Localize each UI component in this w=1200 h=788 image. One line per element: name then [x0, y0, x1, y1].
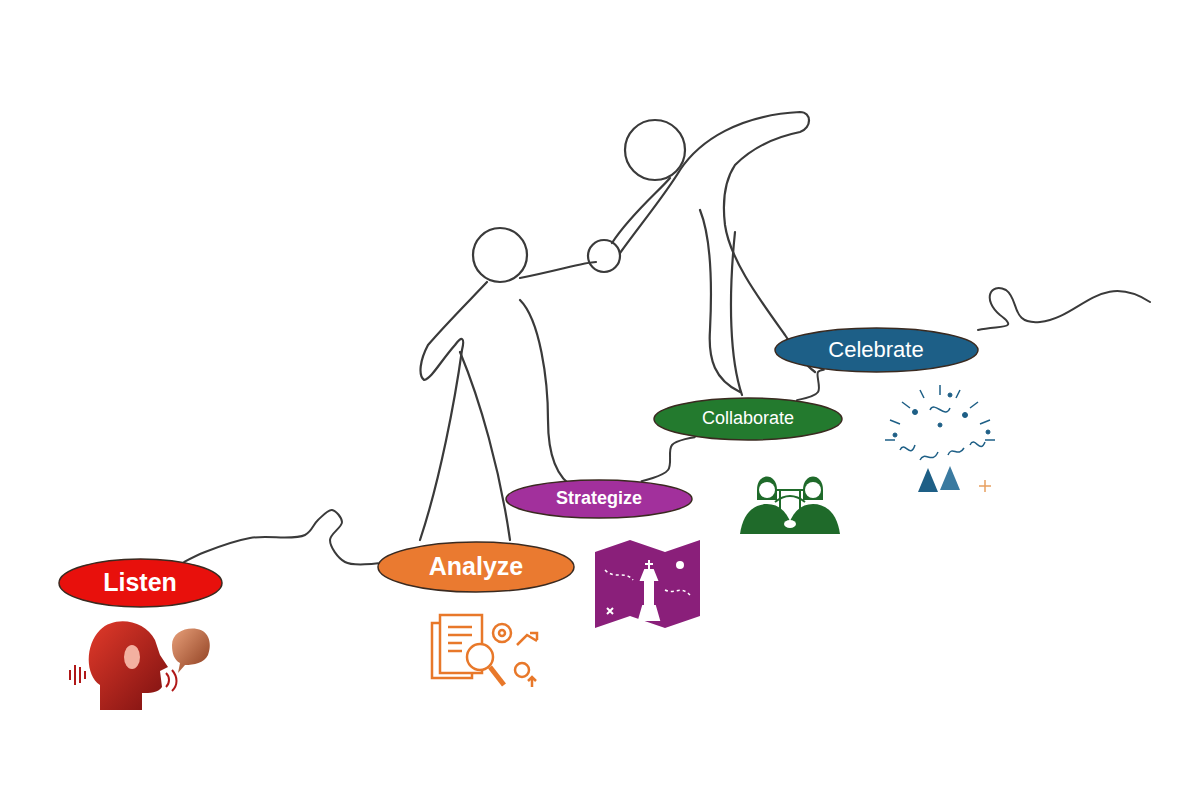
- joined-hands: [588, 240, 620, 272]
- large-figure-right: [620, 112, 815, 372]
- large-figure-legs: [612, 178, 742, 395]
- oval-fill: [654, 398, 842, 440]
- step-connector: [797, 370, 824, 400]
- trailing-line: [978, 288, 1150, 330]
- oval-fill: [775, 328, 978, 372]
- step-connector: [641, 437, 694, 481]
- strategize-icon: [595, 540, 700, 628]
- celebrate-icon: [885, 385, 995, 492]
- step-connector: [184, 510, 378, 564]
- step-label: Collaborate: [702, 409, 794, 429]
- small-figure-left: [420, 282, 487, 540]
- collaborate-icon: [740, 477, 840, 535]
- climbing-figures: [420, 112, 815, 540]
- oval-fill: [59, 559, 222, 607]
- step-label: Analyze: [429, 553, 523, 581]
- step-label: Listen: [103, 569, 177, 597]
- step-label: Celebrate: [828, 338, 923, 362]
- figure-head: [473, 228, 527, 282]
- step-oval: Collaborate: [653, 397, 843, 441]
- step-label: Strategize: [556, 489, 642, 509]
- step-oval: Listen: [58, 558, 223, 608]
- analyze-icon: [432, 615, 537, 687]
- figure-head: [625, 120, 685, 180]
- oval-fill: [506, 480, 692, 518]
- step-oval: Strategize: [505, 479, 693, 519]
- oval-fill: [378, 542, 574, 592]
- listen-icon: [70, 621, 210, 710]
- step-oval: Analyze: [377, 541, 575, 593]
- step-oval: Celebrate: [774, 327, 979, 373]
